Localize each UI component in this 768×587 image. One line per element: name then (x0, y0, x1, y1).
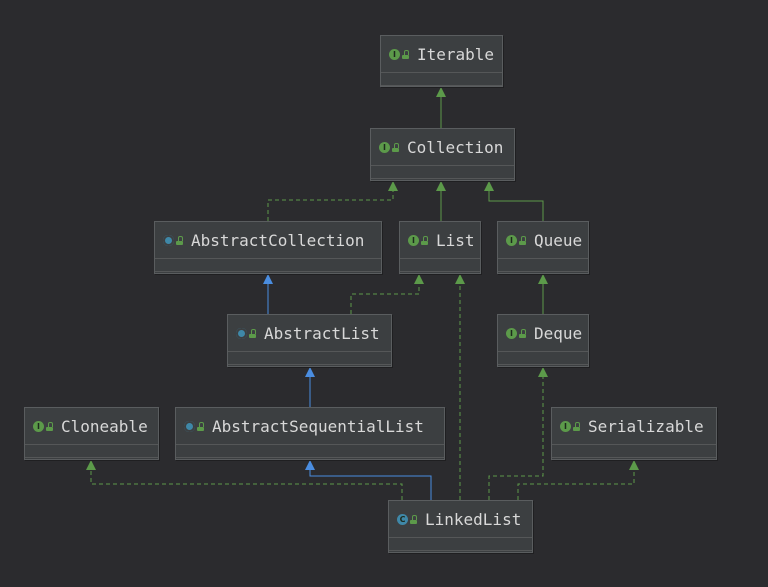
node-label: LinkedList (425, 509, 522, 529)
node-members (498, 352, 588, 365)
node-iterable[interactable]: I Iterable (380, 35, 503, 87)
node-abstractlist[interactable]: AbstractList (227, 314, 392, 367)
node-label: Iterable (417, 44, 495, 64)
edge-linkedlist-serializable (517, 470, 635, 500)
node-label: AbstractCollection (191, 230, 365, 250)
arrowhead-abstractsequentiallist (305, 460, 315, 470)
arrowhead-list-right (455, 274, 465, 284)
interface-icon: I (506, 234, 517, 246)
interface-icon: I (33, 420, 44, 432)
public-lock-icon (573, 422, 580, 431)
edge-abstractcollection-collection (267, 191, 394, 221)
edge-linkedlist-cloneable (90, 470, 403, 500)
node-label: AbstractSequentialList (212, 416, 424, 436)
node-label: Collection (407, 137, 504, 157)
interface-icon: I (379, 141, 390, 153)
node-label: Cloneable (61, 416, 148, 436)
public-lock-icon (519, 329, 526, 338)
arrowhead-cloneable (86, 460, 96, 470)
edge-queue-collection (488, 191, 544, 221)
arrowhead-queue (538, 274, 548, 284)
arrowhead-iterable (436, 87, 446, 97)
node-label: List (436, 230, 475, 250)
class-icon: C (397, 513, 408, 525)
node-label: Serializable (588, 416, 704, 436)
node-members (155, 259, 381, 272)
node-list[interactable]: I List (399, 221, 481, 274)
arrowhead-abstractcollection (263, 274, 273, 284)
interface-icon: I (560, 420, 571, 432)
arrowhead-collection-center (436, 181, 446, 191)
arrowhead-collection-left (388, 181, 398, 191)
abstract-class-icon (236, 327, 247, 339)
edge-linkedlist-deque (488, 377, 544, 500)
node-members (371, 166, 514, 179)
node-cloneable[interactable]: I Cloneable (24, 407, 159, 460)
interface-icon: I (389, 48, 400, 60)
arrowhead-abstractlist (305, 367, 315, 377)
node-members (381, 73, 502, 86)
node-label: Deque (534, 323, 583, 343)
public-lock-icon (392, 143, 399, 152)
node-members (498, 259, 588, 272)
public-lock-icon (402, 50, 409, 59)
node-label: AbstractList (264, 323, 380, 343)
abstract-class-icon (184, 420, 195, 432)
interface-icon: I (408, 234, 419, 246)
public-lock-icon (410, 515, 417, 524)
public-lock-icon (249, 329, 256, 338)
node-members (25, 445, 158, 458)
edge-linkedlist-abstractsequentiallist (309, 470, 432, 500)
node-serializable[interactable]: I Serializable (551, 407, 717, 460)
node-members (552, 445, 716, 458)
abstract-class-icon (163, 234, 174, 246)
node-collection[interactable]: I Collection (370, 128, 515, 181)
interface-icon: I (506, 327, 517, 339)
node-deque[interactable]: I Deque (497, 314, 589, 367)
public-lock-icon (421, 236, 428, 245)
node-members (228, 352, 391, 365)
arrowhead-list-left (414, 274, 424, 284)
public-lock-icon (197, 422, 204, 431)
node-queue[interactable]: I Queue (497, 221, 589, 274)
node-members (176, 445, 444, 458)
node-label: Queue (534, 230, 583, 250)
public-lock-icon (176, 236, 183, 245)
node-abstractsequentiallist[interactable]: AbstractSequentialList (175, 407, 445, 460)
node-members (389, 538, 532, 551)
arrowhead-deque (538, 367, 548, 377)
public-lock-icon (46, 422, 53, 431)
arrowhead-serializable (629, 460, 639, 470)
node-linkedlist[interactable]: C LinkedList (388, 500, 533, 553)
arrowhead-collection-right (484, 181, 494, 191)
node-members (400, 259, 480, 272)
node-abstractcollection[interactable]: AbstractCollection (154, 221, 382, 274)
edge-abstractlist-list (350, 284, 420, 314)
public-lock-icon (519, 236, 526, 245)
